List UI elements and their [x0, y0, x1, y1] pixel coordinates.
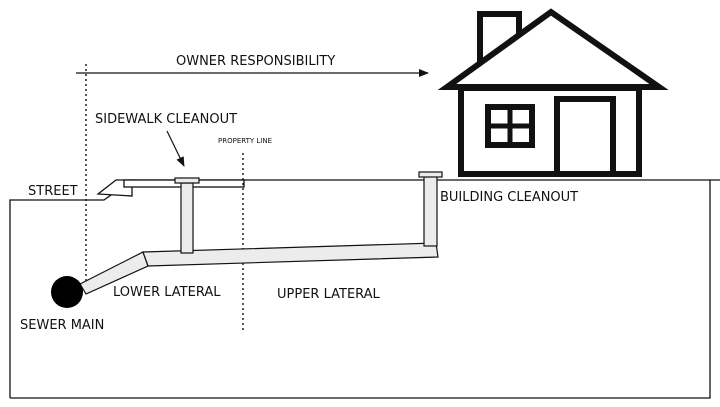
house-door — [554, 96, 616, 177]
sidewalk-cleanout-label: SIDEWALK CLEANOUT — [95, 112, 237, 127]
sidewalk-cleanout-riser — [180, 182, 194, 254]
upper-lateral-pipe — [142, 242, 439, 267]
sidewalk-cleanout-pointer — [166, 130, 185, 167]
ground-outline — [9, 179, 720, 398]
sewer-main — [51, 276, 83, 308]
cross-section-border — [10, 180, 711, 399]
street-label: STREET — [28, 184, 78, 199]
sewer-main-label: SEWER MAIN — [20, 318, 104, 333]
owner-responsibility-label: OWNER RESPONSIBILITY — [176, 54, 335, 69]
property-line-label: PROPERTY LINE — [218, 137, 272, 145]
upper-lateral-label: UPPER LATERAL — [277, 287, 381, 302]
building-cleanout-cap — [418, 171, 443, 178]
lower-lateral-label: LOWER LATERAL — [113, 285, 221, 300]
sidewalk-cleanout-cap — [174, 177, 200, 184]
building-cleanout-label: BUILDING CLEANOUT — [440, 190, 578, 205]
building-cleanout-riser — [423, 175, 438, 247]
house-icon — [437, 8, 669, 177]
